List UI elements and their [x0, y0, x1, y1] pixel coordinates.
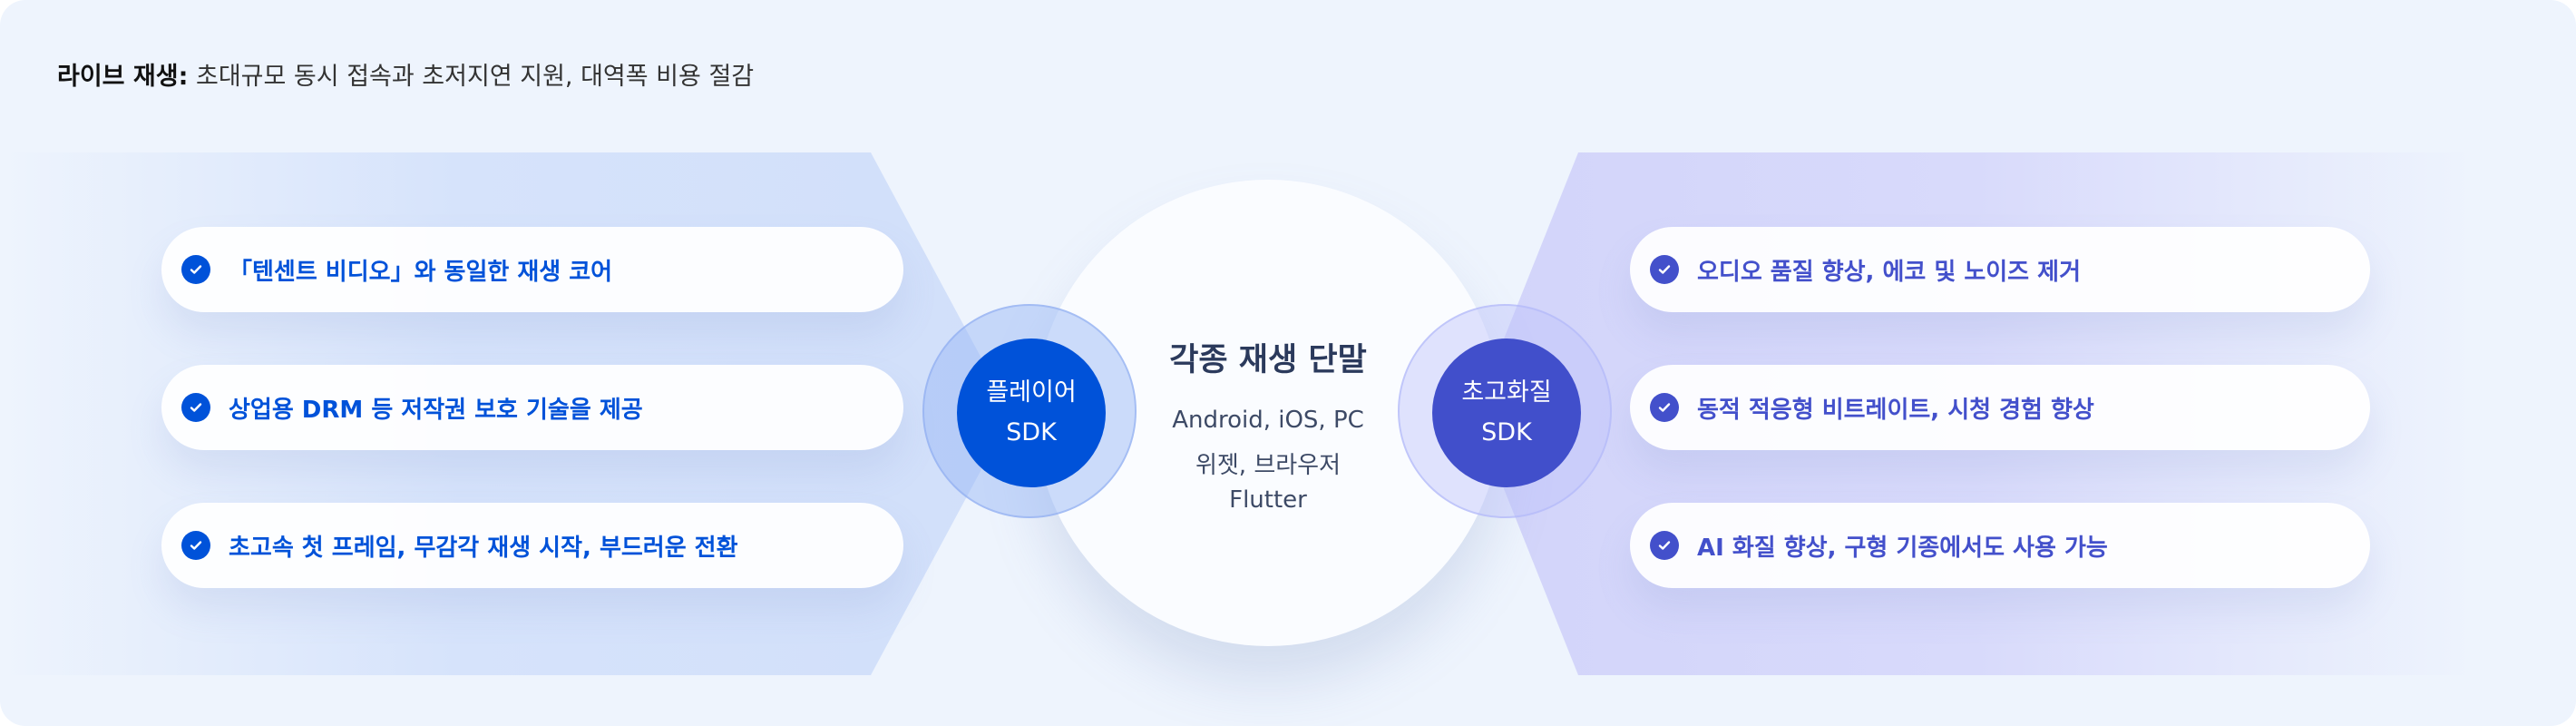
- player-feature-card: 초고속 첫 프레임, 무감각 재생 시작, 부드러운 전환: [161, 503, 903, 588]
- player-feature-card: 상업용 DRM 등 저작권 보호 기술을 제공: [161, 365, 903, 450]
- uhd-feature-card: 오디오 품질 향상, 에코 및 노이즈 제거: [1630, 227, 2370, 312]
- feature-text: 상업용 DRM 등 저작권 보호 기술을 제공: [229, 396, 643, 424]
- check-circle-icon: [181, 393, 210, 422]
- title-rest: 초대규모 동시 접속과 초저지연 지원, 대역폭 비용 절감: [188, 63, 755, 91]
- uhd-sdk-node: 초고화질 SDK: [1398, 304, 1612, 518]
- sdk-label: SDK: [1481, 418, 1532, 446]
- sdk-label: 초고화질: [1461, 378, 1552, 407]
- feature-text: 동적 적응형 비트레이트, 시청 경험 향상: [1697, 396, 2094, 424]
- sdk-label: 플레이어: [986, 378, 1077, 407]
- check-circle-icon: [1650, 531, 1679, 560]
- player-sdk-node: 플레이어 SDK: [922, 304, 1137, 518]
- feature-text: 오디오 품질 향상, 에코 및 노이즈 제거: [1697, 258, 2081, 286]
- devices-line: Flutter: [1229, 486, 1307, 514]
- check-circle-icon: [181, 255, 210, 284]
- check-circle-icon: [1650, 255, 1679, 284]
- check-circle-icon: [181, 531, 210, 560]
- player-feature-card: 「텐센트 비디오」와 동일한 재생 코어: [161, 227, 903, 312]
- feature-text: 초고속 첫 프레임, 무감각 재생 시작, 부드러운 전환: [229, 534, 738, 562]
- sdk-label: SDK: [1006, 418, 1057, 446]
- uhd-sdk-badge: 초고화질 SDK: [1432, 338, 1581, 487]
- uhd-feature-card: AI 화질 향상, 구형 기종에서도 사용 가능: [1630, 503, 2370, 588]
- title-bold: 라이브 재생:: [57, 63, 189, 91]
- player-sdk-badge: 플레이어 SDK: [957, 338, 1106, 487]
- devices-line: 위젯, 브라우저: [1195, 452, 1342, 479]
- feature-text: AI 화질 향상, 구형 기종에서도 사용 가능: [1697, 534, 2108, 562]
- feature-text: 「텐센트 비디오」와 동일한 재생 코어: [229, 258, 613, 286]
- check-circle-icon: [1650, 393, 1679, 422]
- devices-line: Android, iOS, PC: [1172, 407, 1364, 434]
- uhd-feature-card: 동적 적응형 비트레이트, 시청 경험 향상: [1630, 365, 2370, 450]
- page-title: 라이브 재생: 초대규모 동시 접속과 초저지연 지원, 대역폭 비용 절감: [57, 56, 754, 92]
- devices-title: 각종 재생 단말: [1169, 342, 1367, 378]
